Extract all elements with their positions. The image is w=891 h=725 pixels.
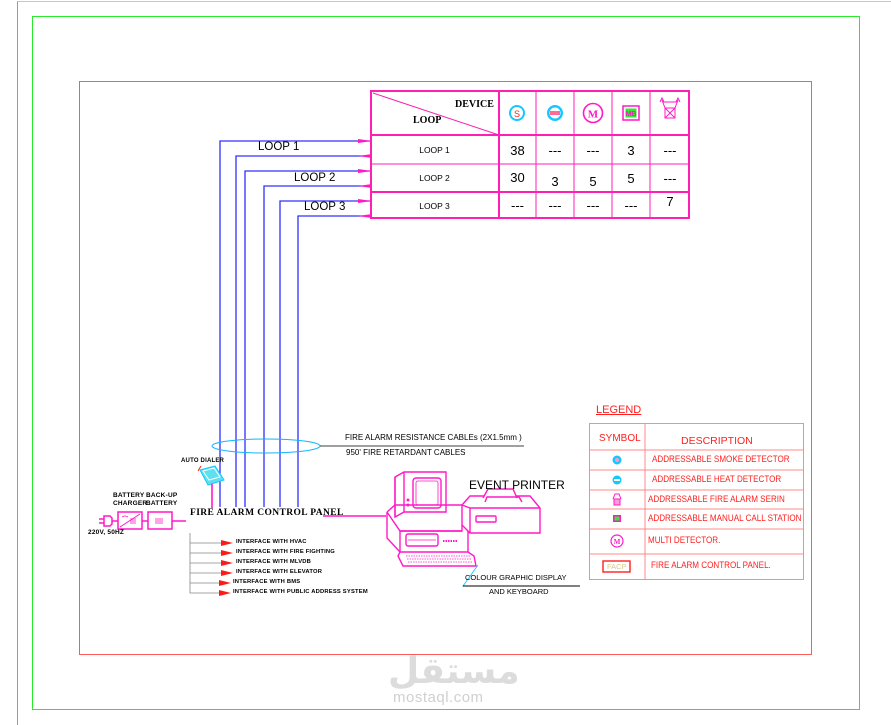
battery-charger-label-2: CHARGER (113, 500, 148, 507)
legend-facp-label: FACP (607, 562, 627, 571)
svg-text:S: S (514, 109, 520, 119)
svg-text:M: M (614, 538, 621, 546)
loop3-out-wire (279, 200, 372, 507)
loop-arrows (358, 139, 372, 218)
arrow-out (358, 184, 372, 188)
loop-wires (219, 140, 372, 507)
interface-public-address: INTERFACE WITH PUBLIC ADDRESS SYSTEM (233, 589, 368, 595)
row-label-loop3: LOOP 3 (419, 200, 450, 211)
auto-dialer-label: AUTO DIALER (181, 458, 225, 464)
arrow-in (358, 139, 372, 143)
cell-loop1-smoke: 38 (510, 142, 525, 158)
loop1-out-wire (219, 140, 372, 507)
interface-hvac: INTERFACE WITH HVAC (236, 539, 307, 545)
cell-loop1-manual: 3 (627, 142, 635, 158)
keyboard-label: AND KEYBOARD (489, 587, 549, 596)
workstation-icon (386, 471, 541, 567)
loop2-out-wire (244, 170, 372, 507)
power-plug-icon (99, 515, 113, 527)
cell-loop3-sirene: 7 (666, 193, 674, 209)
legend-header-description: DESCRIPTION (681, 435, 753, 447)
loop2-label: LOOP 2 (294, 172, 336, 184)
legend-facp-icon (602, 560, 631, 573)
cell-loop2-multi: 5 (589, 173, 597, 189)
legend-smoke-detector-icon (612, 455, 622, 465)
svg-text:MB: MB (626, 111, 637, 118)
cell-loop3-smoke: --- (511, 198, 524, 213)
legend-heat-detector-icon (612, 475, 622, 485)
legend-multi-detector-icon: M (610, 534, 624, 548)
legend-desc-facp: FIRE ALARM CONTROL PANEL. (651, 560, 771, 571)
cell-loop2-smoke: 30 (510, 169, 525, 185)
outer-frame (17, 1, 891, 725)
arrow-in (358, 169, 372, 173)
legend-sirene-icon (612, 493, 622, 506)
cell-loop3-multi: --- (586, 198, 600, 213)
watermark-arabic: مستقل (388, 651, 520, 692)
table-grid: S M MB (370, 90, 690, 219)
cable-spec-line1: FIRE ALARM RESISTANCE CABLEs (2X1.5mm ) (345, 433, 522, 442)
interface-elevator: INTERFACE WITH ELEVATOR (236, 569, 323, 575)
loop2-return-wire (263, 185, 372, 507)
svg-text:M: M (588, 109, 599, 121)
interface-mlvdb: INTERFACE WITH MLVDB (236, 559, 312, 565)
watermark-latin: mostaql.com (393, 689, 484, 706)
table-header-device: DEVICE (455, 99, 494, 110)
cell-loop2-manual: 5 (627, 170, 635, 186)
interface-arrows (219, 540, 233, 596)
auto-dialer-icon (197, 465, 225, 508)
table-header-loop: LOOP (413, 115, 442, 126)
battery-charger-label-1: BATTERY (113, 492, 145, 499)
arrow-out (358, 154, 372, 158)
legend-table: M SYMBOL DESCRIPTION FACP ADDRESSABLE SM… (589, 423, 804, 580)
cell-loop2-sirene: --- (663, 170, 677, 186)
legend-desc-sirene: ADDRESSABLE FIRE ALARM SERIN (648, 494, 785, 505)
legend-manual-call-station-icon (613, 515, 621, 522)
cell-loop1-multi: --- (586, 142, 600, 158)
heat-detector-icon (547, 105, 563, 121)
fire-alarm-sirene-icon (659, 96, 681, 119)
cell-loop3-manual: --- (624, 198, 638, 213)
legend-header-symbol: SYMBOL (599, 433, 641, 444)
legend-desc-manual: ADDRESSABLE MANUAL CALL STATION (648, 513, 802, 524)
loop3-return-wire (297, 215, 372, 507)
interface-fire-fighting: INTERFACE WITH FIRE FIGHTING (236, 549, 335, 555)
row-label-loop2: LOOP 2 (419, 173, 450, 183)
legend-desc-smoke: ADDRESSABLE SMOKE DETECTOR (652, 454, 790, 465)
cable-bundle-ellipse (211, 438, 321, 454)
interface-bms: INTERFACE WITH BMS (233, 579, 301, 585)
event-printer-label: EVENT PRINTER (469, 478, 565, 492)
fire-alarm-control-panel-label: FIRE ALARM CONTROL PANEL (190, 508, 344, 518)
inner-frame (79, 81, 812, 655)
manual-call-station-icon: MB (622, 105, 640, 121)
cell-loop1-sirene: --- (663, 142, 677, 158)
multi-detector-icon: M (582, 102, 604, 124)
legend-desc-heat: ADDRESSABLE HEAT DETECTOR (652, 474, 782, 485)
loop3-label: LOOP 3 (304, 201, 346, 213)
legend-desc-multi: MULTI DETECTOR. (648, 535, 721, 546)
legend-title: LEGEND (596, 404, 642, 416)
cell-loop3-heat: --- (548, 198, 562, 213)
power-supply-label: 220V, 50HZ (88, 529, 125, 536)
interface-bracket (189, 533, 225, 594)
smoke-detector-icon: S (509, 105, 525, 121)
backup-battery-label-2: BATTERY (146, 500, 178, 507)
cell-loop1-heat: --- (548, 142, 562, 158)
colour-graphic-display-label: COLOUR GRAPHIC DISPLAY (465, 573, 567, 582)
loop1-label: LOOP 1 (258, 141, 300, 153)
power-chain (99, 511, 186, 530)
device-loop-table: S M MB DEVICE LOOP LOOP 1 LOOP 2 LOOP 3 … (370, 90, 690, 220)
loop1-return-wire (235, 155, 372, 507)
arrow-out (358, 214, 372, 218)
legend-grid: M (589, 423, 804, 580)
cell-loop2-heat: 3 (551, 173, 559, 189)
backup-battery-label-1: BACK-UP (146, 492, 178, 499)
cable-spec-line2: 950' FIRE RETARDANT CABLES (346, 448, 466, 457)
arrow-in (358, 199, 372, 203)
drawing-border (32, 16, 860, 710)
row-label-loop1: LOOP 1 (419, 145, 450, 155)
